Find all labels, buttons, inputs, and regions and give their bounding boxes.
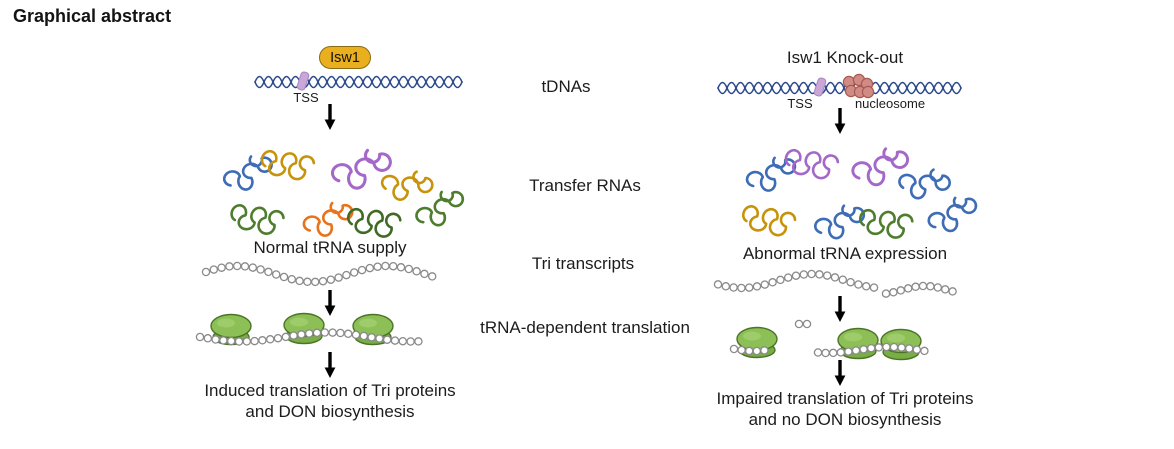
left-outcome-line1: Induced translation of Tri proteins — [204, 381, 456, 400]
row-label-tri-transcripts: Tri transcripts — [531, 254, 635, 273]
page-title: Graphical abstract — [13, 6, 172, 26]
tss-label-left: TSS — [293, 90, 319, 105]
right-outcome-line2: and no DON biosynthesis — [748, 410, 942, 429]
arrow-down-icon — [322, 102, 338, 132]
arrow-down-icon — [832, 106, 848, 136]
left-outcome-line2: and DON biosynthesis — [245, 402, 415, 421]
ribosome-icon — [283, 312, 325, 345]
transcript-fragment-right — [881, 281, 957, 298]
translation-row-right — [729, 319, 929, 361]
tss-marker-icon — [812, 76, 828, 98]
trna-icon — [857, 208, 915, 241]
arrow-down-icon — [832, 358, 848, 388]
trna-icon — [377, 162, 437, 208]
expression-label: Abnormal tRNA expression — [742, 244, 948, 263]
isw1-label: Isw1 — [319, 46, 371, 69]
mrna-fragment-right-2 — [813, 342, 929, 358]
nucleosome-icon — [842, 73, 875, 99]
arrow-down-icon — [322, 288, 338, 318]
trna-icon — [739, 204, 798, 239]
right-outcome-line1: Impaired translation of Tri proteins — [716, 389, 974, 408]
trna-cluster-right — [739, 145, 982, 242]
right-outcome: Impaired translation of Tri proteins and… — [716, 388, 973, 430]
trna-icon — [258, 149, 316, 183]
translation-row-left — [195, 312, 423, 346]
trna-icon — [849, 145, 912, 189]
tss-label-right: TSS — [787, 96, 813, 111]
transcript-chain-left — [201, 261, 437, 287]
dna-helix-right-icon — [717, 81, 962, 95]
nucleosome-label: nucleosome — [854, 96, 926, 111]
arrow-down-icon — [322, 350, 338, 380]
trna-icon — [300, 199, 357, 240]
trna-icon — [410, 185, 470, 232]
transcript-chain-right — [713, 269, 879, 293]
row-label-tdnas: tDNAs — [541, 77, 591, 96]
trna-icon — [228, 203, 286, 237]
mrna-chain-left — [195, 328, 423, 346]
trna-icon — [895, 161, 954, 206]
bead-pair-right — [794, 319, 812, 329]
trna-icon — [923, 192, 982, 237]
row-label-transfer-rnas: Transfer RNAs — [529, 176, 641, 195]
mrna-fragment-right-1 — [729, 344, 769, 356]
trna-icon — [345, 207, 403, 240]
supply-label: Normal tRNA supply — [253, 238, 407, 257]
trna-icon — [742, 153, 800, 196]
trna-icon — [782, 148, 840, 182]
tss-marker-icon — [295, 70, 311, 92]
left-outcome: Induced translation of Tri proteins and … — [204, 380, 455, 422]
knockout-title: Isw1 Knock-out — [786, 48, 904, 67]
row-label-translation: tRNA-dependent translation — [480, 318, 690, 337]
arrow-down-icon — [832, 294, 848, 324]
trna-icon — [811, 202, 868, 242]
trna-icon — [219, 151, 278, 195]
trna-cluster-left — [219, 147, 470, 240]
dna-helix-left-icon — [254, 75, 463, 89]
